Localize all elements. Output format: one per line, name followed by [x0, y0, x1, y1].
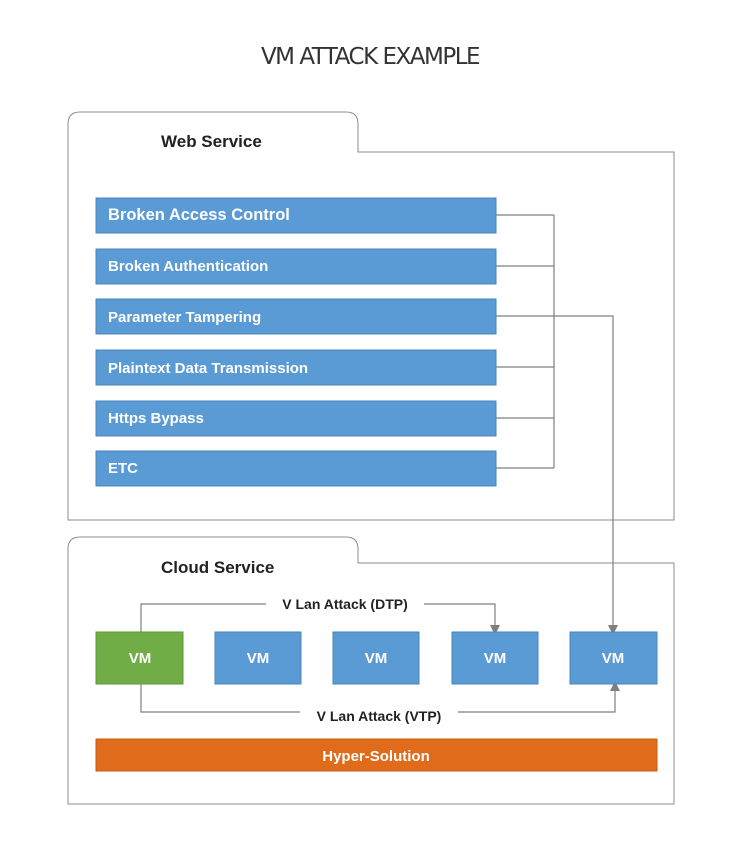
web-item-broken-access-control: Broken Access Control [95, 197, 497, 234]
vm-label: VM [602, 650, 625, 667]
vm-4: VM [451, 631, 539, 685]
hyper-solution-bar: Hyper-Solution [95, 738, 658, 772]
vlan-vtp-label-bg [300, 702, 458, 722]
web-service-item-list: Broken Access Control Broken Authenticat… [95, 197, 497, 487]
web-item-parameter-tampering: Parameter Tampering [95, 298, 497, 335]
vlan-dtp-label: V Lan Attack (DTP) [282, 596, 408, 612]
web-items-bracket-connector [496, 214, 555, 469]
web-item-label: Parameter Tampering [108, 309, 261, 326]
diagram-title: VM ATTACK EXAMPLE [261, 44, 480, 70]
web-item-broken-authentication: Broken Authentication [95, 248, 497, 285]
web-service-title: Web Service [161, 132, 262, 151]
vm-2: VM [214, 631, 302, 685]
vm-3: VM [332, 631, 420, 685]
web-item-https-bypass: Https Bypass [95, 400, 497, 437]
vm-5: VM [569, 631, 658, 685]
hyper-solution-label: Hyper-Solution [322, 748, 430, 765]
web-item-label: Broken Access Control [108, 206, 290, 224]
web-item-label: Broken Authentication [108, 258, 268, 275]
web-item-label: ETC [108, 460, 138, 477]
vm-row: VM VM VM VM VM [95, 631, 658, 685]
web-item-etc: ETC [95, 450, 497, 487]
web-item-label: Plaintext Data Transmission [108, 360, 308, 377]
vlan-vtp-label: V Lan Attack (VTP) [317, 708, 442, 724]
web-item-label: Https Bypass [108, 410, 204, 427]
vm-label: VM [247, 650, 270, 667]
vlan-dtp-label-bg [266, 594, 424, 614]
vm-label: VM [129, 650, 152, 667]
cloud-service-title: Cloud Service [161, 558, 274, 577]
vm-label: VM [484, 650, 507, 667]
parameter-tampering-arrow [496, 315, 618, 635]
vm-attacker: VM [95, 631, 184, 685]
web-item-plaintext-data-transmission: Plaintext Data Transmission [95, 349, 497, 386]
vm-label: VM [365, 650, 388, 667]
